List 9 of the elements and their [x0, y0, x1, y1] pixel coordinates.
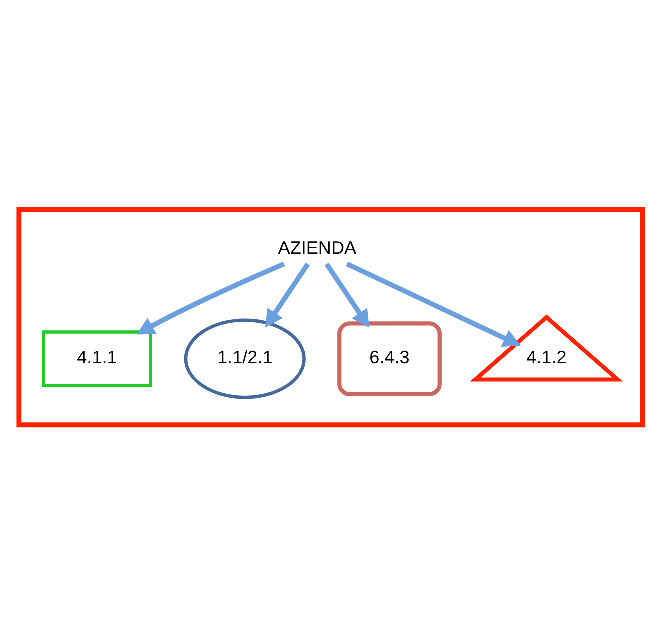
arrow — [346, 262, 522, 347]
arrow — [136, 262, 286, 335]
node-box: 6.4.3 — [338, 322, 442, 396]
cluster — [16, 207, 646, 428]
node-text: AZIENDA — [278, 238, 357, 258]
node-box: 4.1.1 — [42, 330, 152, 388]
arrow — [265, 262, 310, 328]
node-ellipse: 1.1/2.1 — [184, 318, 306, 400]
arrow — [324, 262, 370, 328]
